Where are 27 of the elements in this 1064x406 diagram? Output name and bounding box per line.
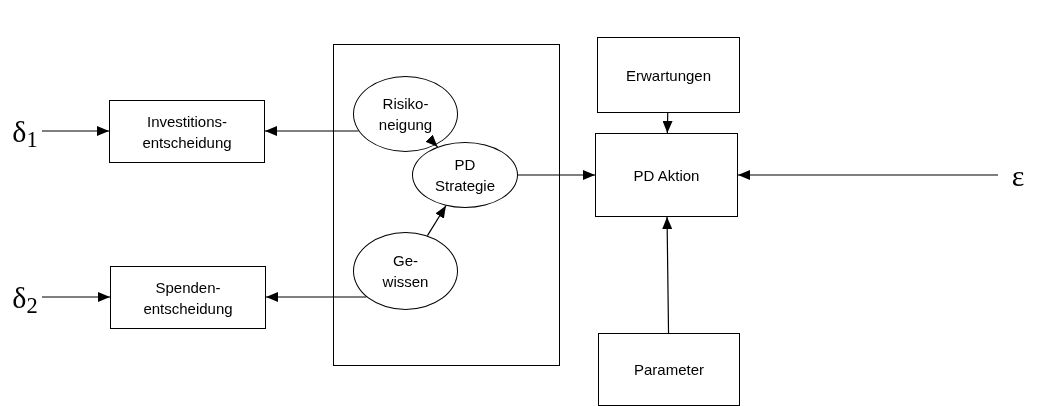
node-label: Ge- wissen: [381, 251, 430, 292]
node-label: Spenden- entscheidung: [142, 277, 234, 319]
arrow: [737, 170, 999, 180]
process-box: [109, 100, 265, 163]
node-label: Erwartungen: [624, 65, 713, 86]
arrow: [41, 292, 111, 302]
arrow: [41, 126, 110, 136]
node-label: ε: [1010, 157, 1026, 194]
arrow: [265, 292, 367, 302]
arrow: [517, 170, 596, 180]
process-box: [595, 133, 738, 217]
node-label: PD Strategie: [434, 155, 497, 196]
arrow: [425, 134, 439, 148]
arrow: [264, 126, 360, 136]
arrow: [426, 205, 447, 237]
container-box: [333, 44, 560, 366]
node-label: PD Aktion: [632, 165, 701, 186]
node-label: δ$_{2}$: [11, 279, 39, 320]
process-box: [110, 266, 266, 329]
process-box: [598, 333, 740, 406]
process-box: [597, 37, 740, 113]
arrow: [662, 216, 673, 334]
node-label: Investitions- entscheidung: [141, 111, 233, 153]
node-label: δ$_{1}$: [11, 113, 39, 154]
node-label: Risiko- neigung: [377, 94, 434, 135]
node-label: Parameter: [633, 360, 705, 380]
arrow: [662, 112, 673, 134]
